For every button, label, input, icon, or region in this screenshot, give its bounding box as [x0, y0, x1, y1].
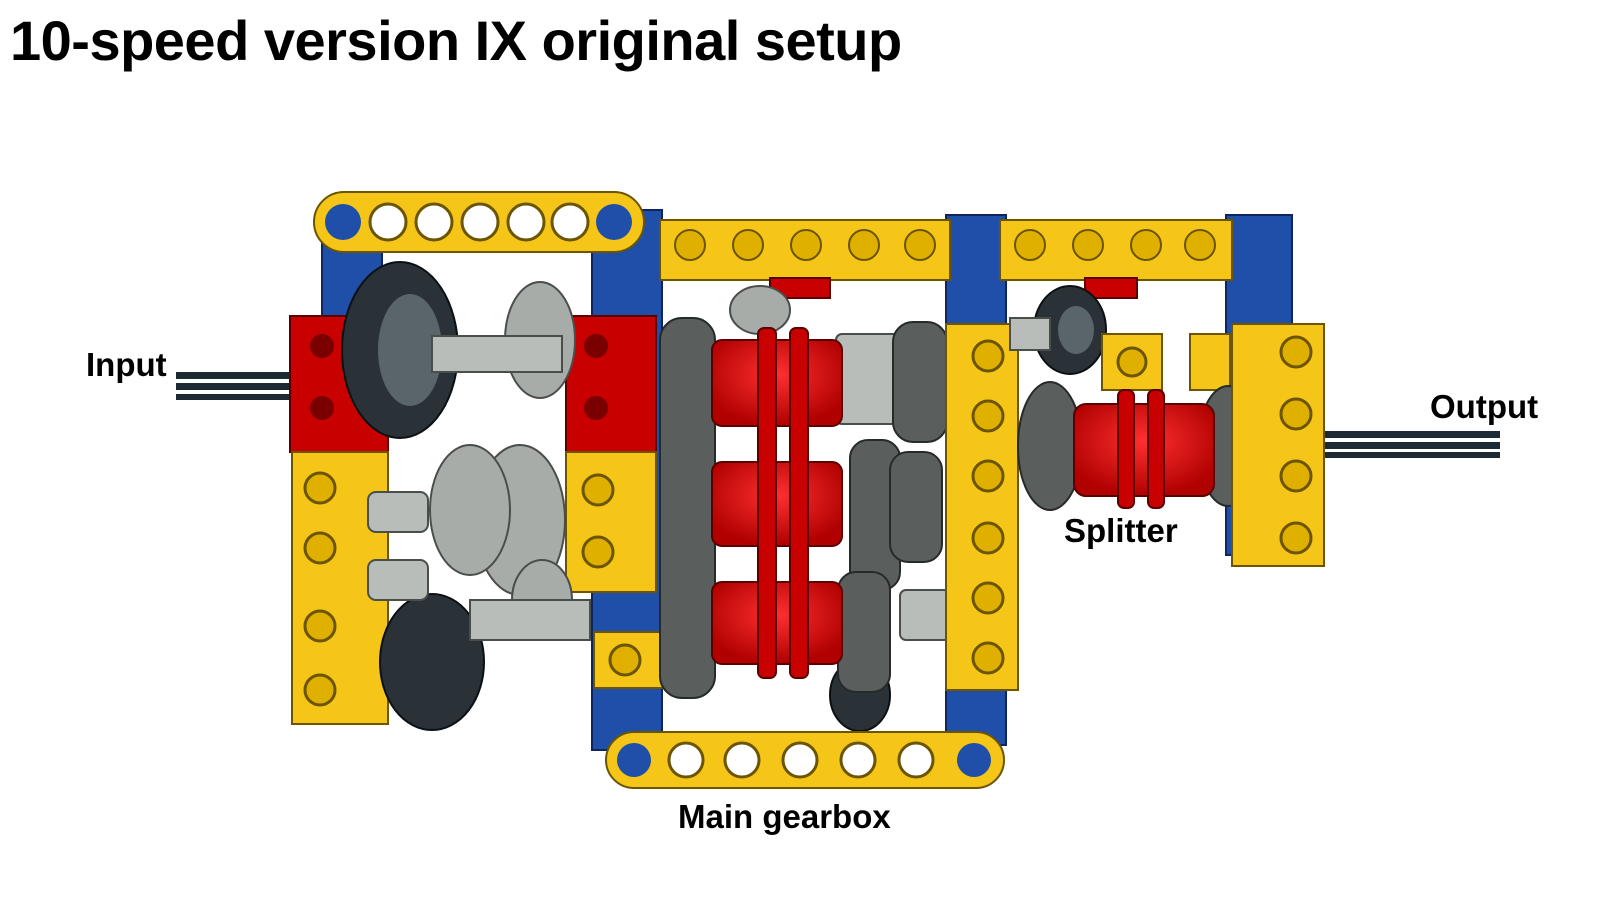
main-clutches [711, 327, 843, 679]
yellow-brick-right-main [945, 323, 1019, 691]
input-axle [176, 372, 306, 400]
output-axle [1320, 431, 1500, 458]
input-label: Input [86, 346, 167, 383]
splitter-assembly [1009, 317, 1259, 511]
output-brick [1231, 323, 1325, 567]
dark-gray-gears [659, 317, 948, 699]
main-gearbox-label: Main gearbox [678, 798, 891, 835]
top-liftarm [313, 191, 645, 253]
page-title: 10-speed version IX original setup [10, 9, 902, 72]
bottom-liftarm [605, 731, 1005, 789]
output-label: Output [1430, 388, 1539, 425]
red-bricks-left [289, 277, 1138, 453]
top-yellow-beam [659, 219, 1233, 281]
splitter-label: Splitter [1064, 512, 1178, 549]
